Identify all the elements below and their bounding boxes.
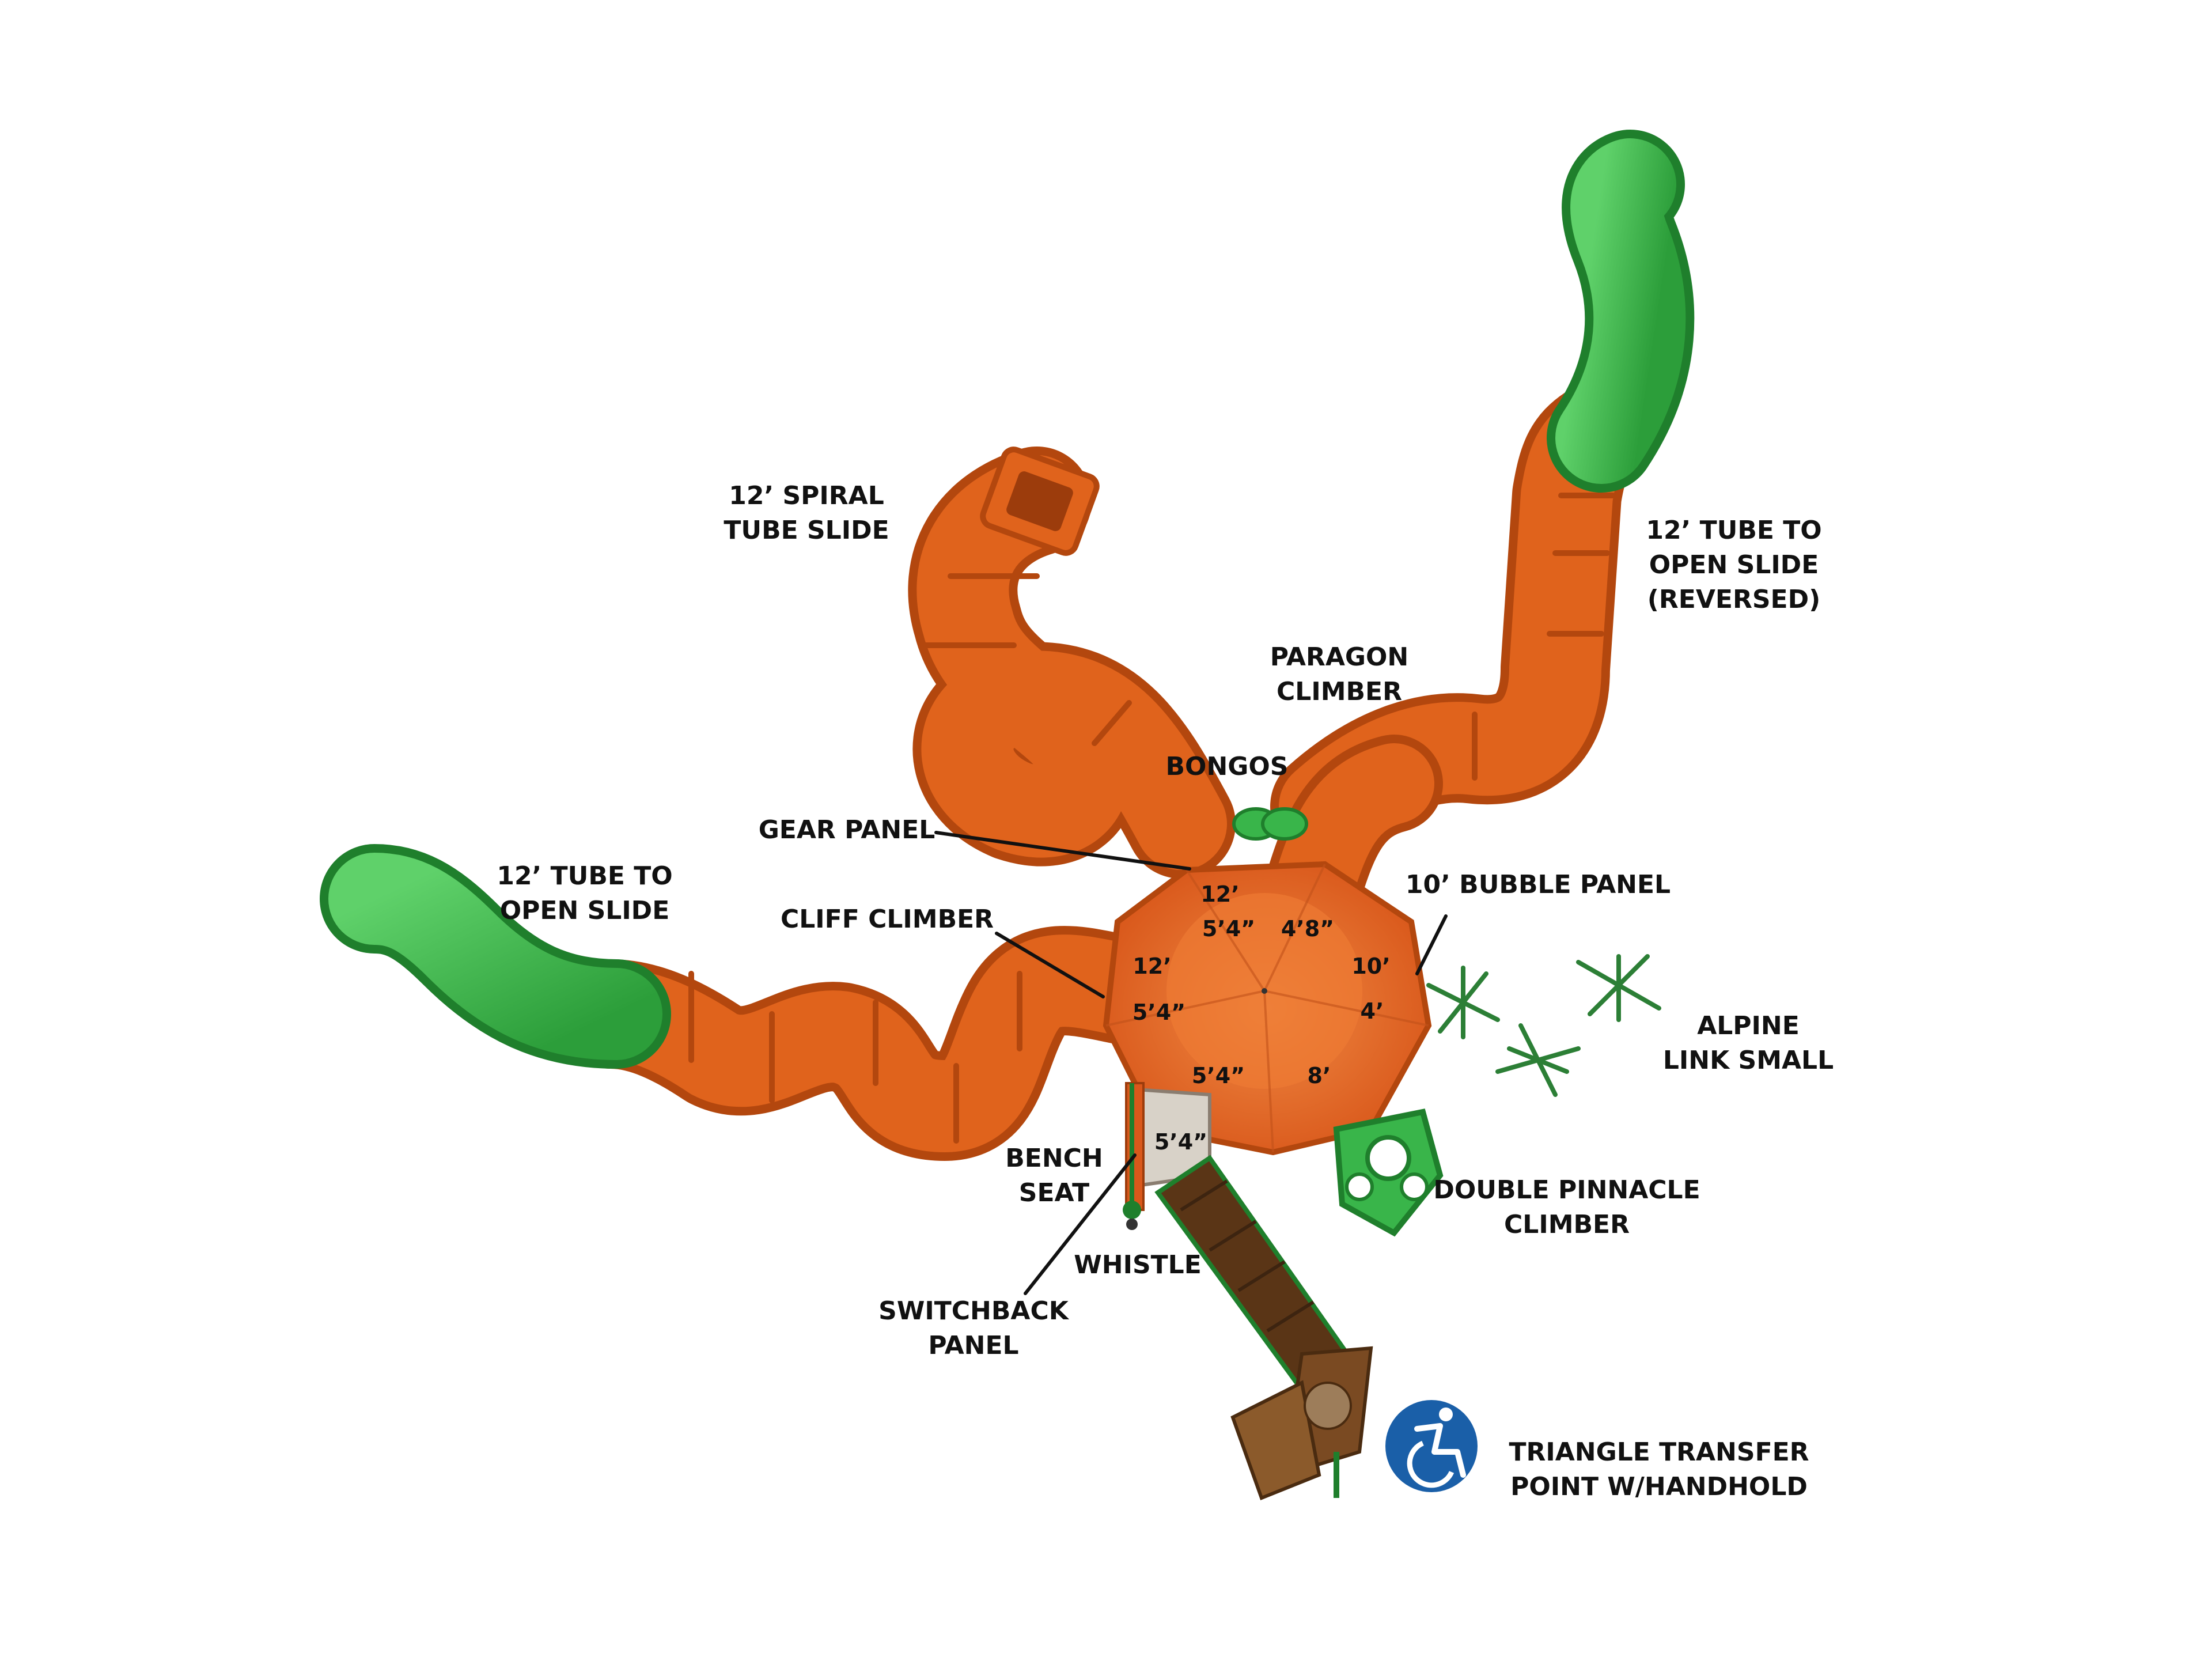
label-whistle: WHISTLE [1074, 1250, 1202, 1280]
label-paragon-climber-2: CLIMBER [1277, 677, 1402, 706]
height-left: 12’ [1132, 954, 1171, 979]
label-alpine-link-small-1: ALPINE [1697, 1011, 1800, 1041]
lower-platform: 5’4” [1125, 1082, 1211, 1221]
label-tube-open-slide-1: 12’ TUBE TO [497, 861, 672, 891]
height-left-inner: 5’4” [1132, 1000, 1185, 1025]
label-triangle-transfer-point-1: TRIANGLE TRANSFER [1509, 1437, 1809, 1467]
transfer-platform [1230, 1346, 1373, 1500]
label-spiral-tube-slide-1: 12’ SPIRAL [729, 481, 884, 510]
height-right: 10’ [1351, 954, 1390, 979]
double-pinnacle-climber [1333, 1108, 1444, 1237]
height-upper-right: 4’8” [1281, 916, 1334, 941]
bongos [1232, 807, 1308, 841]
central-deck [1103, 861, 1432, 1156]
label-triangle-transfer-point-2: POINT W/HANDHOLD [1510, 1472, 1808, 1501]
label-gear-panel: GEAR PANEL [759, 815, 935, 845]
wheelchair-accessibility-icon [1385, 1400, 1478, 1492]
alpine-link-small [1426, 954, 1661, 1097]
label-tube-open-slide-reversed-3: (REVERSED) [1647, 585, 1820, 614]
tube-slide-reversed [1270, 130, 1695, 861]
tube-slide-left [320, 844, 1184, 1161]
label-bench-seat-2: SEAT [1019, 1178, 1089, 1208]
label-paragon-climber-1: PARAGON [1270, 642, 1409, 672]
label-tube-open-slide-reversed-1: 12’ TUBE TO [1646, 516, 1821, 545]
height-bottom-left: 5’4” [1192, 1063, 1245, 1088]
height-bottom-right: 8’ [1308, 1063, 1331, 1088]
height-lower-platform: 5’4” [1154, 1129, 1207, 1155]
label-switchback-panel-1: SWITCHBACK [878, 1296, 1070, 1326]
label-tube-open-slide-2: OPEN SLIDE [500, 896, 670, 925]
label-double-pinnacle-climber-1: DOUBLE PINNACLE [1433, 1175, 1700, 1205]
label-double-pinnacle-climber-2: CLIMBER [1504, 1210, 1630, 1239]
label-tube-open-slide-reversed-2: OPEN SLIDE [1649, 550, 1819, 580]
label-spiral-tube-slide-2: TUBE SLIDE [724, 516, 889, 545]
deck-heights: 12’ 5’4” 4’8” 12’ 5’4” 10’ 4’ 5’4” 8’ [1132, 881, 1391, 1088]
label-bubble-panel: 10’ BUBBLE PANEL [1406, 870, 1671, 899]
spiral-tube-slide [908, 447, 1236, 879]
label-switchback-panel-2: PANEL [928, 1331, 1018, 1360]
leader-lines [934, 831, 1448, 1295]
height-top-inner: 5’4” [1202, 916, 1255, 941]
height-top: 12’ [1200, 881, 1239, 907]
stairs [1154, 1155, 1363, 1409]
label-bongos: BONGOS [1166, 752, 1289, 781]
label-bench-seat-1: BENCH [1005, 1144, 1103, 1173]
label-cliff-climber: CLIFF CLIMBER [781, 905, 994, 934]
label-alpine-link-small-2: LINK SMALL [1663, 1046, 1834, 1075]
height-right-inner: 4’ [1361, 998, 1384, 1024]
whistle [1123, 1201, 1141, 1230]
callouts: 12’ SPIRAL TUBE SLIDE 12’ TUBE TO OPEN S… [497, 481, 1834, 1501]
